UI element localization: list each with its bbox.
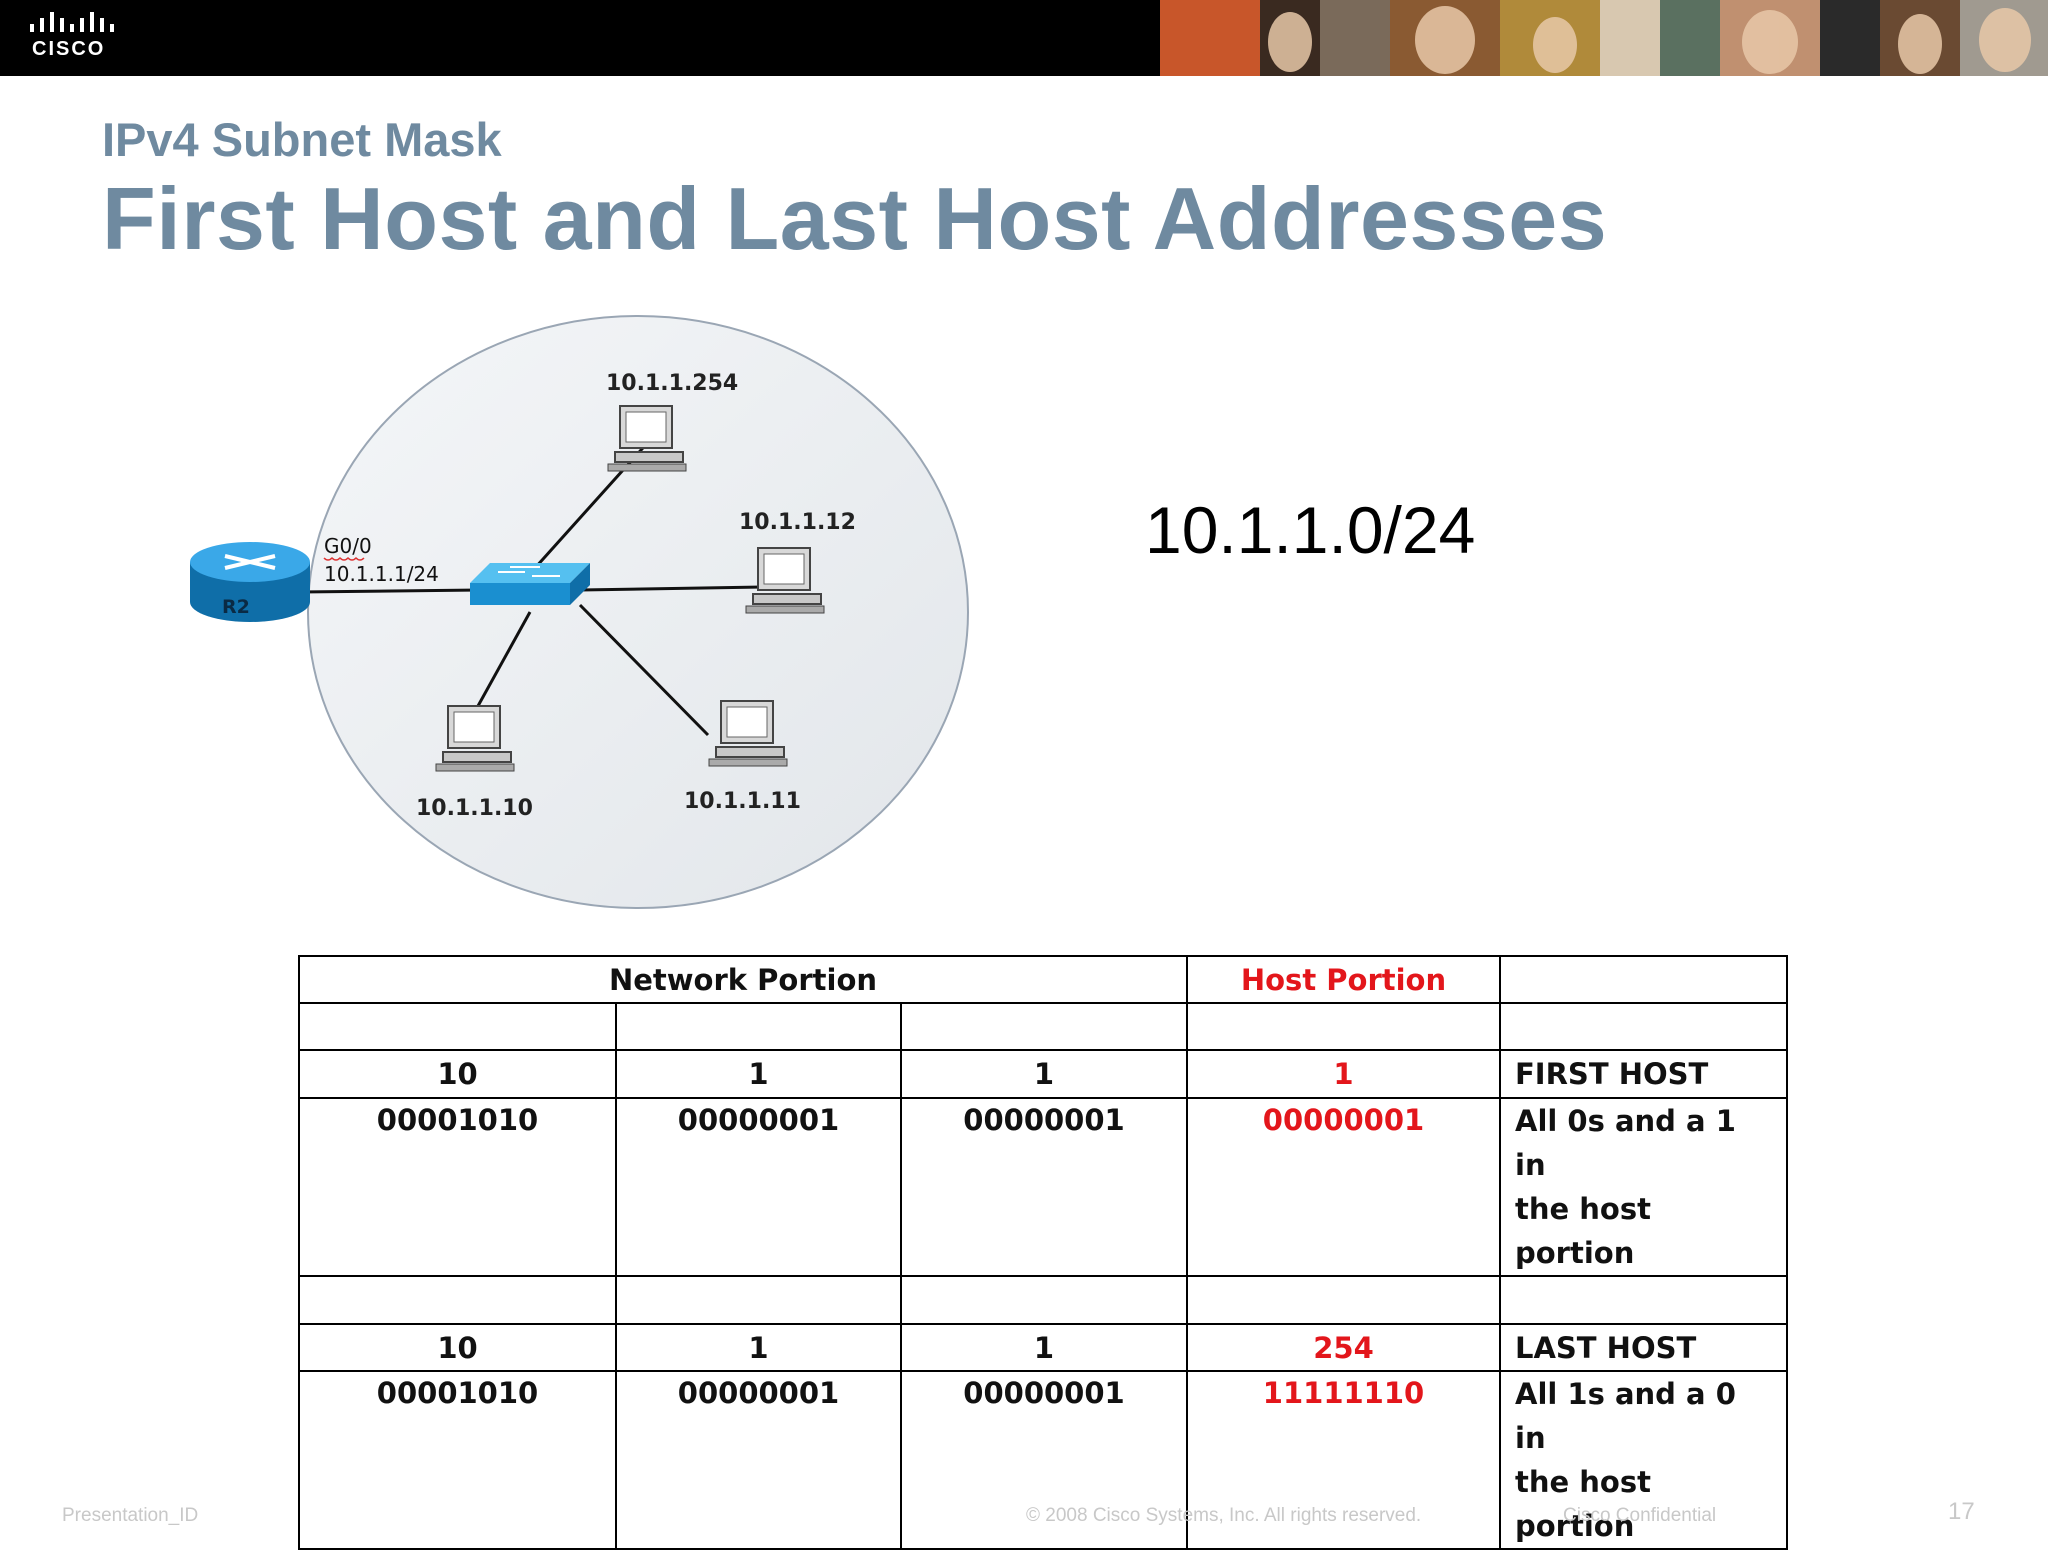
binary-cell: 00000001: [615, 1097, 902, 1277]
table-cell: [1499, 955, 1788, 1004]
router-ip-label: 10.1.1.1/24: [324, 562, 439, 586]
switch-icon: [470, 563, 590, 605]
host-pc-icon: [607, 405, 687, 472]
octet-cell: 1: [900, 1323, 1188, 1372]
table-spacer-row: [298, 1275, 1788, 1325]
page-number: 17: [1948, 1498, 1975, 1525]
host-binary-cell: 00000001: [1186, 1097, 1501, 1277]
host-pc-icon: [435, 705, 515, 772]
description-line: All 0s and a 1 in: [1515, 1104, 1736, 1182]
host-pc-icon: [708, 700, 788, 767]
host-octet-cell: 1: [1186, 1049, 1501, 1099]
subnet-bubble: [307, 315, 969, 909]
binary-cell: 00000001: [900, 1097, 1188, 1277]
table-spacer-row: [298, 1002, 1788, 1051]
description-line: the host portion: [1515, 1192, 1651, 1270]
cisco-bars-icon: [30, 12, 114, 32]
row-description: All 1s and a 0 in the host portion: [1499, 1370, 1788, 1550]
cisco-logo: CISCO: [28, 12, 118, 64]
table-row: 00001010 00000001 00000001 00000001 All …: [298, 1097, 1788, 1277]
header-photo-strip: [1160, 0, 2048, 76]
slide-subtitle: IPv4 Subnet Mask: [102, 113, 502, 166]
network-portion-header: Network Portion: [298, 955, 1188, 1004]
octet-cell: 1: [900, 1049, 1188, 1099]
table-row: 10 1 1 254 LAST HOST: [298, 1323, 1788, 1372]
table-row: 10 1 1 1 FIRST HOST: [298, 1049, 1788, 1099]
row-label: LAST HOST: [1499, 1323, 1788, 1372]
description-line: All 1s and a 0 in: [1515, 1377, 1736, 1455]
router-icon: [190, 542, 310, 622]
router-label: R2: [222, 596, 250, 618]
description-line: the host portion: [1515, 1465, 1651, 1543]
binary-cell: 00000001: [615, 1370, 902, 1550]
row-description: All 0s and a 1 in the host portion: [1499, 1097, 1788, 1277]
presentation-id: Presentation_ID: [62, 1505, 199, 1526]
host-portion-header: Host Portion: [1186, 955, 1501, 1004]
binary-cell: 00001010: [298, 1370, 617, 1550]
row-label: FIRST HOST: [1499, 1049, 1788, 1099]
host-octet-cell: 254: [1186, 1323, 1501, 1372]
cisco-logo-text: CISCO: [32, 38, 106, 60]
network-address: 10.1.1.0/24: [1145, 493, 1476, 567]
copyright-notice: © 2008 Cisco Systems, Inc. All rights re…: [1026, 1505, 1422, 1526]
binary-cell: 00001010: [298, 1097, 617, 1277]
host-ip-label: 10.1.1.254: [606, 371, 738, 396]
network-links: [299, 438, 765, 737]
host-binary-cell: 11111110: [1186, 1370, 1501, 1550]
binary-cell: 00000001: [900, 1370, 1188, 1550]
table-row: 00001010 00000001 00000001 11111110 All …: [298, 1370, 1788, 1550]
slide-title: First Host and Last Host Addresses: [102, 169, 1608, 268]
octet-cell: 1: [615, 1323, 902, 1372]
table-header-row: Network Portion Host Portion: [298, 955, 1788, 1004]
octet-cell: 10: [298, 1323, 617, 1372]
router-interface-label: G0/0: [324, 534, 372, 558]
spellcheck-underline: [323, 556, 365, 561]
host-pc-icon: [745, 547, 825, 614]
octet-cell: 1: [615, 1049, 902, 1099]
host-ip-label: 10.1.1.10: [416, 796, 533, 821]
confidential-label: Cisco Confidential: [1563, 1505, 1717, 1526]
network-diagram: R2 G0/0 10.1.1.1/24 10.1.1.254 10.1.1.12…: [190, 315, 969, 909]
host-ip-label: 10.1.1.11: [684, 789, 801, 814]
address-table: Network Portion Host Portion 10 1 1 1 FI…: [298, 955, 1788, 1550]
octet-cell: 10: [298, 1049, 617, 1099]
host-ip-label: 10.1.1.12: [739, 510, 856, 535]
top-banner: CISCO: [0, 0, 2048, 76]
